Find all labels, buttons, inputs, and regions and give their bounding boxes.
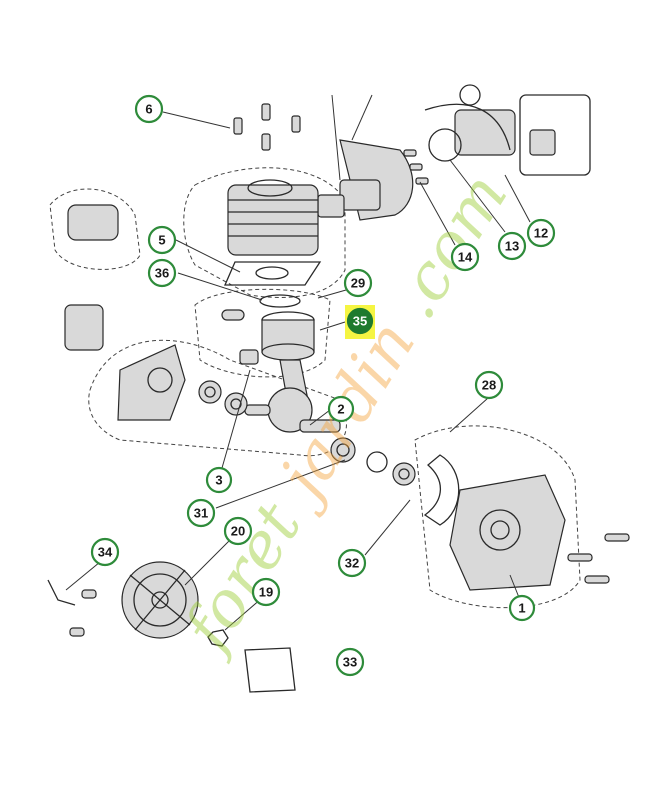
callout-32[interactable]: 32 bbox=[337, 548, 367, 578]
right-crankcase bbox=[449, 474, 566, 591]
flywheel bbox=[121, 561, 199, 639]
svg-text:12: 12 bbox=[534, 226, 548, 241]
svg-text:32: 32 bbox=[345, 556, 359, 571]
svg-text:33: 33 bbox=[343, 655, 357, 670]
muffler-gasket bbox=[244, 647, 296, 693]
wire bbox=[47, 579, 76, 606]
svg-text:1: 1 bbox=[518, 601, 525, 616]
callout-2[interactable]: 2 bbox=[327, 395, 355, 423]
svg-text:28: 28 bbox=[482, 378, 496, 393]
svg-text:29: 29 bbox=[351, 276, 365, 291]
svg-text:34: 34 bbox=[98, 545, 113, 560]
piston-pin bbox=[221, 309, 245, 321]
flywheel-nut bbox=[207, 629, 229, 647]
svg-text:19: 19 bbox=[259, 585, 273, 600]
needle-bearing bbox=[239, 349, 259, 365]
svg-text:3: 3 bbox=[215, 473, 222, 488]
carb-gasket bbox=[428, 128, 462, 162]
intake-gasket bbox=[317, 194, 345, 218]
stator-screws bbox=[81, 589, 97, 599]
carb-screws bbox=[403, 149, 429, 185]
cylinder-screws bbox=[233, 103, 301, 151]
callout-5[interactable]: 5 bbox=[147, 225, 177, 255]
cylinder-group-outline bbox=[183, 167, 346, 298]
carburetor-assembly bbox=[424, 84, 591, 176]
crank-group-outline bbox=[88, 339, 347, 457]
callout-1[interactable]: 1 bbox=[508, 594, 536, 622]
bearing-right-1 bbox=[330, 437, 356, 463]
crankcase-gasket bbox=[423, 454, 460, 526]
seal-right bbox=[392, 462, 416, 486]
bearing-left-1 bbox=[198, 380, 222, 404]
callout-36[interactable]: 36 bbox=[147, 258, 177, 288]
crankcase-screws bbox=[567, 533, 630, 584]
svg-text:14: 14 bbox=[458, 250, 473, 265]
svg-text:35: 35 bbox=[353, 314, 367, 329]
bearing-left-2 bbox=[224, 392, 248, 416]
ignition-module bbox=[64, 304, 104, 351]
leader-lines bbox=[65, 94, 531, 631]
callout-34[interactable]: 34 bbox=[90, 537, 120, 567]
callout-31[interactable]: 31 bbox=[186, 498, 216, 528]
piston-group-outline bbox=[194, 288, 331, 378]
left-part-outline bbox=[49, 188, 141, 270]
svg-text:2: 2 bbox=[337, 402, 344, 417]
svg-text:13: 13 bbox=[505, 239, 519, 254]
callout-35[interactable]: 35 bbox=[346, 307, 374, 335]
svg-text:36: 36 bbox=[155, 266, 169, 281]
left-crankcase bbox=[117, 344, 186, 421]
svg-text:20: 20 bbox=[231, 524, 245, 539]
callout-19[interactable]: 19 bbox=[251, 577, 281, 607]
callout-13[interactable]: 13 bbox=[497, 231, 527, 261]
svg-text:6: 6 bbox=[145, 102, 152, 117]
cylinder bbox=[227, 179, 319, 256]
callout-14[interactable]: 14 bbox=[450, 242, 480, 272]
piston-ring bbox=[259, 294, 301, 308]
callout-28[interactable]: 28 bbox=[474, 370, 504, 400]
callout-29[interactable]: 29 bbox=[343, 268, 373, 298]
crankcase-outline bbox=[414, 425, 581, 609]
callout-6[interactable]: 6 bbox=[134, 94, 164, 124]
intake-block bbox=[339, 179, 381, 211]
air-filter-adapter bbox=[67, 204, 119, 241]
callout-20[interactable]: 20 bbox=[223, 516, 253, 546]
callout-3[interactable]: 3 bbox=[205, 466, 233, 494]
svg-text:5: 5 bbox=[158, 233, 165, 248]
cylinder-gasket bbox=[224, 261, 322, 286]
svg-text:31: 31 bbox=[194, 506, 208, 521]
circlip bbox=[366, 451, 388, 473]
piston bbox=[261, 311, 315, 361]
crankshaft bbox=[244, 359, 341, 433]
callout-33[interactable]: 33 bbox=[335, 647, 365, 677]
callout-12[interactable]: 12 bbox=[526, 218, 556, 248]
